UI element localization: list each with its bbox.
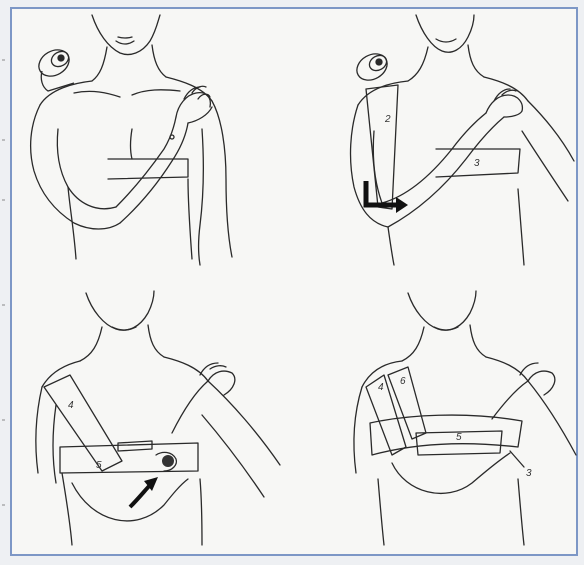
step-2-illustration — [296, 9, 580, 283]
step-4-label-5: 5 — [456, 433, 462, 443]
bandage-roll-icon — [34, 45, 74, 91]
step-3-label-5: 5 — [96, 461, 102, 471]
bandage-roll-icon — [162, 455, 174, 467]
step-2-label-2: 2 — [385, 115, 391, 125]
step-3-panel: 4 5 — [12, 283, 296, 557]
step-4-illustration — [296, 283, 580, 557]
step-3-illustration — [12, 283, 296, 557]
bandage-roll-icon — [352, 49, 392, 86]
step-2-label-3: 3 — [474, 159, 480, 169]
margin-ticks — [0, 0, 10, 565]
step-1-illustration — [12, 9, 296, 283]
step-4-panel: 4 6 5 3 — [296, 283, 580, 557]
step-2-panel: 2 3 — [296, 9, 580, 283]
direction-arrow-icon — [130, 477, 158, 507]
step-4-label-3: 3 — [526, 469, 532, 479]
step-4-label-6: 6 — [400, 377, 406, 387]
step-4-label-4: 4 — [378, 383, 384, 393]
step-1-panel — [12, 9, 296, 283]
step-3-label-4: 4 — [68, 401, 74, 411]
illustration-frame: 2 3 — [10, 7, 578, 556]
